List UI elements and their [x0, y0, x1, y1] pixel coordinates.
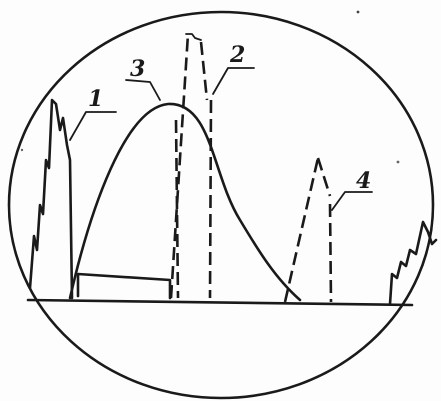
speck-mark: [396, 160, 400, 164]
baseline: [26, 298, 414, 307]
peak-4-drop: [328, 203, 333, 303]
peak-3-dashed-drop: [174, 119, 180, 299]
callout-3-label: 3: [130, 56, 145, 82]
curve-3: [68, 102, 302, 302]
jagged-spectrum-right: [388, 220, 438, 306]
peak-2-top: [185, 33, 202, 41]
jagged-spectrum-left: [28, 98, 74, 300]
peak-2-left-slope: [169, 33, 190, 299]
oval-frame: [7, 10, 435, 400]
rectangular-band: [76, 272, 172, 300]
callout-3-leader: [125, 79, 161, 101]
speck-mark: [356, 10, 360, 14]
peak-2-drop: [208, 99, 213, 299]
callout-2-label: 2: [229, 42, 245, 68]
peak-2-right-slope: [199, 41, 209, 101]
callout-2-leader: [212, 67, 255, 95]
callout-1-label: 1: [88, 86, 103, 112]
callout-4-leader: [331, 191, 373, 211]
peak-4-right-slope: [316, 157, 332, 197]
peak-4-left-slope: [283, 157, 320, 303]
callout-1-leader: [69, 111, 117, 141]
callout-4-label: 4: [356, 168, 371, 194]
speck-mark: [20, 148, 24, 152]
